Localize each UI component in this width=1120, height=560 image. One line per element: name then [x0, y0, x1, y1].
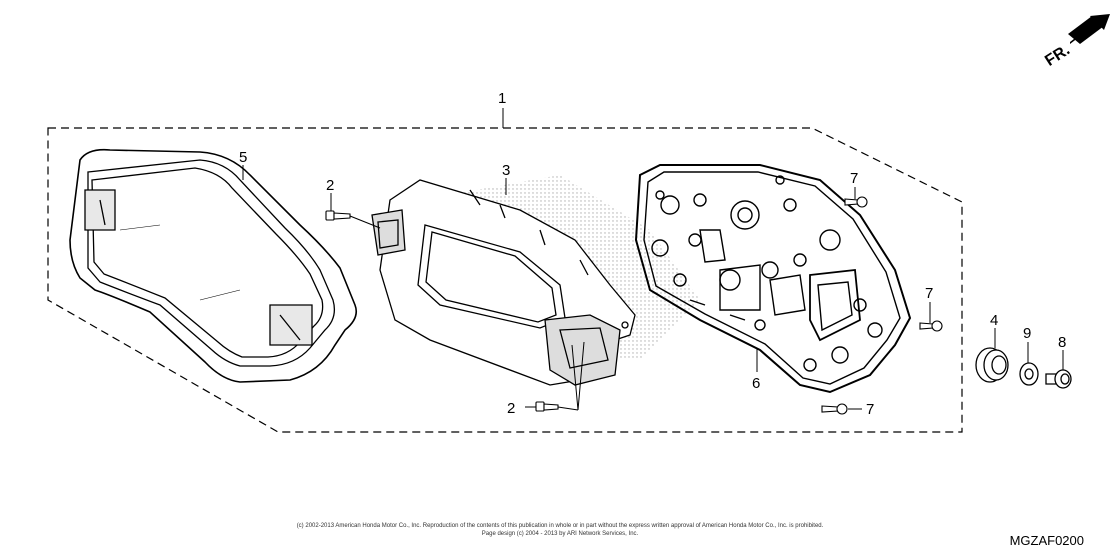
part-5-meter-cover	[69, 148, 358, 383]
callout-6: 6	[752, 375, 760, 392]
copyright-notice: (c) 2002-2013 American Honda Motor Co., …	[296, 523, 824, 529]
callout-2-upper: 2	[326, 177, 334, 194]
callout-2-lower: 2	[507, 400, 515, 417]
part-4-grommet	[975, 347, 1009, 383]
callout-9: 9	[1023, 325, 1031, 342]
assembly-outline	[47, 127, 963, 433]
front-direction-label: FR.	[1042, 42, 1073, 70]
part-9-washer	[1019, 362, 1039, 386]
part-7-screw-bottom	[821, 403, 848, 415]
part-3-meter-unit	[371, 179, 636, 386]
diagram-code: MGZAF0200	[1009, 533, 1084, 548]
page-design-notice: Page design (c) 2004 - 2013 by ARI Netwo…	[481, 531, 639, 537]
part-6-meter-case	[634, 164, 912, 394]
callout-7-middle: 7	[925, 285, 933, 302]
part-8-bolt	[1045, 369, 1072, 389]
callout-7-top: 7	[850, 170, 858, 187]
front-direction-arrow: FR.	[1042, 14, 1110, 70]
part-2-screw-lower	[535, 401, 559, 412]
callout-8: 8	[1058, 334, 1066, 351]
part-7-screw-middle	[919, 320, 943, 332]
part-2-screw-upper	[325, 210, 351, 221]
callout-5: 5	[239, 149, 247, 166]
callout-7-bottom: 7	[866, 401, 874, 418]
callout-3: 3	[502, 162, 510, 179]
leader-lines	[242, 108, 1064, 411]
callout-4: 4	[990, 312, 998, 329]
part-7-screw-top	[844, 196, 868, 208]
callout-1: 1	[498, 90, 506, 107]
